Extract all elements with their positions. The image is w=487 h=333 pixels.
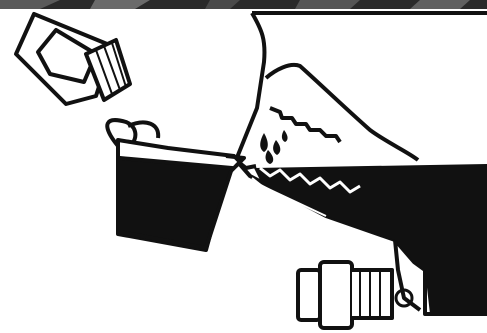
- oil-stream: [260, 130, 287, 164]
- top-photo-strip: [0, 0, 487, 9]
- measuring-jug: [107, 120, 244, 250]
- filler-cap: [16, 14, 130, 104]
- drain-plug: [298, 262, 392, 328]
